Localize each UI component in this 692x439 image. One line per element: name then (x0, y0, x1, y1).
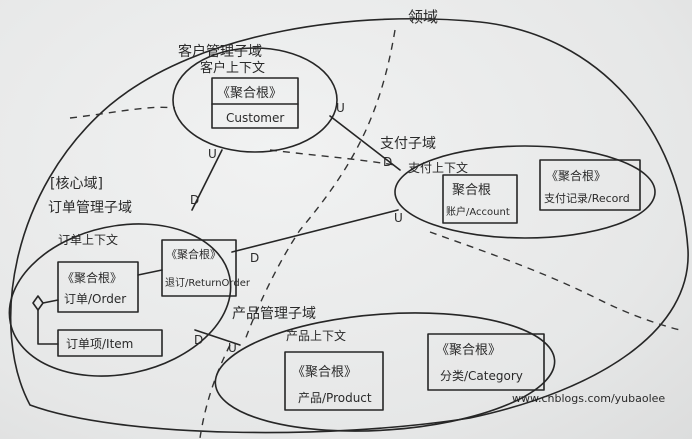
product-context-ellipse (214, 312, 556, 432)
customer-payment-relation (329, 115, 401, 171)
order-return-relation (137, 269, 163, 276)
divider-payment-product (429, 231, 681, 331)
order-aggregate-name: 订单/Order (64, 292, 126, 306)
record-aggregate-name: 支付记录/Record (544, 192, 630, 205)
customer-payment-upstream: U (336, 101, 345, 115)
order-payment-relation (231, 209, 399, 253)
order-product-upstream: U (228, 341, 237, 355)
payment-context-label: 支付上下文 (408, 160, 468, 175)
category-aggregate-box (427, 333, 545, 391)
payment-context-ellipse (394, 145, 656, 239)
order-product-relation (194, 329, 241, 346)
customer-subdomain-label: 客户管理子域 (178, 43, 262, 60)
customer-order-downstream: D (190, 193, 199, 207)
return-order-stereotype: 《聚合根》 (166, 247, 221, 261)
domain-label: 领域 (408, 8, 438, 26)
product-aggregate-box (284, 351, 384, 411)
product-aggregate-name: 产品/Product (298, 391, 372, 405)
domain-boundary (9, 18, 689, 434)
order-aggregate-box (57, 261, 139, 313)
customer-payment-downstream: D (383, 155, 392, 169)
order-payment-upstream: U (394, 211, 403, 225)
order-aggregate-stereotype: 《聚合根》 (62, 270, 122, 285)
order-payment-downstream: D (250, 251, 259, 265)
return-order-aggregate-box (161, 239, 237, 297)
customer-aggregate-name: Customer (226, 111, 284, 125)
return-order-name: 退订/ReturnOrder (165, 277, 251, 289)
order-subdomain-label: 订单管理子域 (48, 200, 132, 216)
divider-customer-left (69, 106, 176, 119)
order-item-box (57, 329, 163, 357)
customer-context-ellipse (172, 47, 338, 153)
customer-aggregate-box (211, 77, 299, 129)
category-aggregate-name: 分类/Category (440, 369, 523, 383)
customer-aggregate-stereotype: 《聚合根》 (217, 86, 282, 101)
order-context-label: 订单上下文 (58, 232, 118, 247)
account-aggregate-stereotype: 聚合根 (452, 183, 491, 198)
category-aggregate-stereotype: 《聚合根》 (436, 343, 501, 358)
divider-customer-right (244, 29, 396, 341)
watermark: www.cnblogs.com/yubaolee (512, 392, 665, 405)
customer-order-upstream: U (208, 147, 217, 161)
product-subdomain-label: 产品管理子域 (232, 306, 316, 322)
order-product-downstream: D (194, 333, 203, 347)
payment-subdomain-label: 支付子域 (380, 136, 436, 152)
account-aggregate-box (442, 174, 518, 224)
product-aggregate-stereotype: 《聚合根》 (292, 365, 357, 380)
order-item-name: 订单项/Item (66, 337, 133, 351)
record-aggregate-stereotype: 《聚合根》 (546, 168, 606, 183)
composition-link (42, 299, 59, 304)
divider-product-bottom (199, 344, 231, 439)
order-context-ellipse (8, 223, 232, 377)
divider-customer-payment (269, 149, 396, 166)
composition-diamond (32, 295, 44, 311)
core-domain-label: [核心域] (50, 176, 103, 192)
product-context-label: 产品上下文 (286, 328, 346, 343)
customer-context-label: 客户上下文 (200, 60, 265, 76)
account-aggregate-name: 账户/Account (446, 205, 510, 218)
record-aggregate-box (539, 159, 641, 211)
customer-order-relation (191, 149, 223, 211)
order-item-composition (37, 309, 59, 345)
